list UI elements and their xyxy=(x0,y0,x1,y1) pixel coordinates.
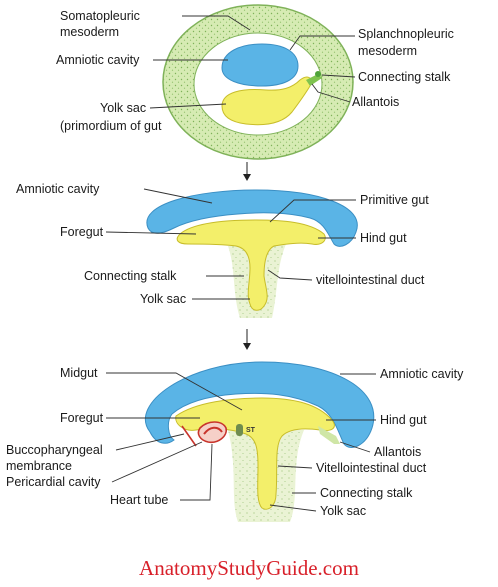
label-yolk-sac-2: Yolk sac xyxy=(140,292,186,306)
label-somatopleuric-mesoderm: mesoderm xyxy=(60,25,119,39)
label-hind-gut-2: Hind gut xyxy=(360,231,407,245)
leader-primitive-gut xyxy=(269,199,356,223)
leader-connecting-stalk-1 xyxy=(321,74,356,78)
label-st: ST xyxy=(246,427,256,434)
yolk-sac-shape-2 xyxy=(176,219,326,311)
label-buccopharyngeal: Buccopharyngeal xyxy=(6,443,103,457)
watermark-text: AnatomyStudyGuide.com xyxy=(139,556,359,580)
leader-vitellointestinal-3 xyxy=(277,465,313,469)
buccopharyngeal-membrane-shape xyxy=(181,425,197,447)
label-vitellointestinal-duct-2: vitellointestinal duct xyxy=(316,273,425,287)
leader-heart-tube xyxy=(180,443,213,501)
figure-3-folded-embryo: ST Midgut Foregut Buccopharyngeal membra… xyxy=(6,361,464,522)
label-pericardial-cavity: Pericardial cavity xyxy=(6,475,101,489)
label-splanchnopleuric: Splanchnopleuric xyxy=(358,27,454,41)
septum-transversum-marker xyxy=(236,424,243,436)
connecting-stalk-blob-1 xyxy=(315,71,321,77)
heart-tube-shape xyxy=(203,426,223,435)
allantois-shape-3 xyxy=(318,426,340,444)
label-yolk-sac-1: Yolk sac xyxy=(100,101,146,115)
label-amniotic-cavity-1: Amniotic cavity xyxy=(56,53,140,67)
label-allantois-3: Allantois xyxy=(374,445,421,459)
leader-amniotic-2 xyxy=(143,188,213,204)
label-vitellointestinal-duct-3: Vitellointestinal duct xyxy=(316,461,427,475)
label-primordium: (primordium of gut xyxy=(60,119,162,133)
label-foregut-3: Foregut xyxy=(60,411,104,425)
label-somatopleuric: Somatopleuric xyxy=(60,9,140,23)
leader-allantois-1 xyxy=(311,83,351,103)
pericardial-cavity-shape xyxy=(197,421,228,444)
label-primitive-gut: Primitive gut xyxy=(360,193,429,207)
leader-yolk-3 xyxy=(269,504,317,512)
label-splanchnopleuric-mesoderm: mesoderm xyxy=(358,44,417,58)
leader-somatopleuric xyxy=(182,15,251,31)
label-yolk-sac-3: Yolk sac xyxy=(320,504,366,518)
label-allantois-1: Allantois xyxy=(352,95,399,109)
leader-yolk-1 xyxy=(149,103,227,109)
amniotic-cavity-shape-1 xyxy=(221,43,299,87)
leader-midgut xyxy=(106,372,243,411)
label-amniotic-cavity-2: Amniotic cavity xyxy=(16,182,100,196)
leader-foregut-2 xyxy=(105,231,197,235)
leader-splanchnopleuric xyxy=(289,35,355,51)
arrow-down-2 xyxy=(243,329,251,350)
label-connecting-stalk-2: Connecting stalk xyxy=(84,269,177,283)
leader-vitellointestinal-2 xyxy=(267,269,313,281)
figure-2-primitive-gut: Amniotic cavity Foregut Connecting stalk… xyxy=(16,182,429,318)
label-connecting-stalk-1: Connecting stalk xyxy=(358,70,451,84)
label-heart-tube: Heart tube xyxy=(110,493,168,507)
amniotic-cavity-shape-2 xyxy=(146,189,358,247)
figure-1-embryonic-disc: Somatopleuric mesoderm Amniotic cavity Y… xyxy=(56,4,454,160)
label-membrance: membrance xyxy=(6,459,72,473)
leader-buccopharyngeal xyxy=(115,433,185,451)
leader-pericardial xyxy=(111,441,203,483)
label-connecting-stalk-3: Connecting stalk xyxy=(320,486,413,500)
arrow-down-1 xyxy=(243,162,251,181)
label-foregut-2: Foregut xyxy=(60,225,104,239)
label-amniotic-cavity-3: Amniotic cavity xyxy=(380,367,464,381)
label-hind-gut-3: Hind gut xyxy=(380,413,427,427)
label-midgut: Midgut xyxy=(60,366,98,380)
leader-allantois-3 xyxy=(339,441,371,453)
